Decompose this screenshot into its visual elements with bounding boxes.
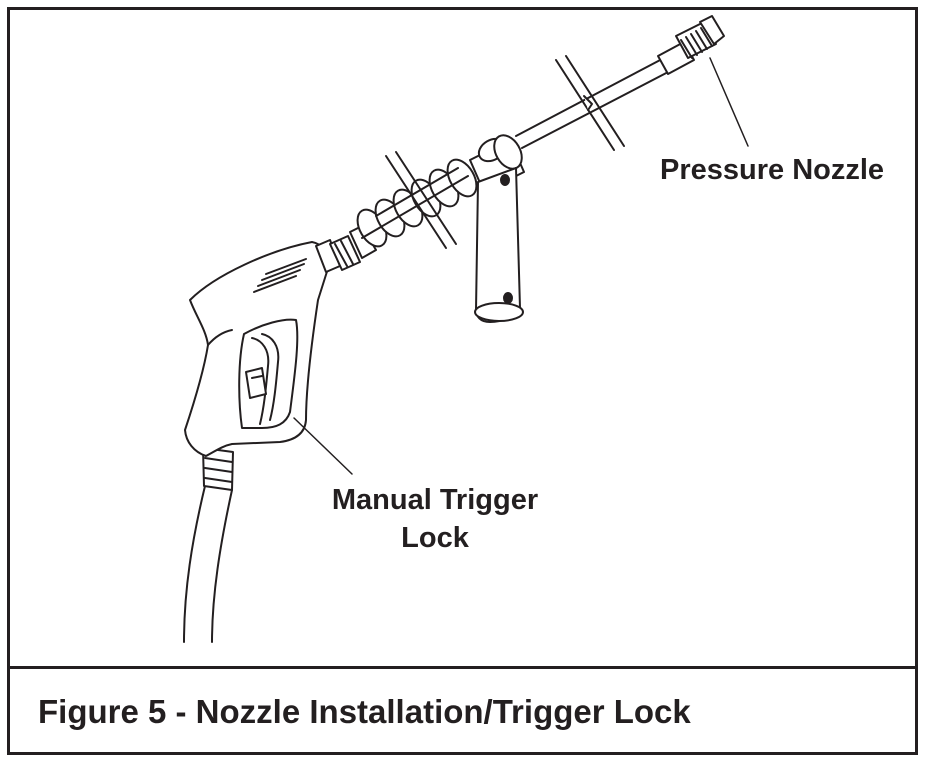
- pressure-nozzle: [657, 15, 725, 75]
- wand-insulator: [356, 158, 478, 248]
- break-mark-1: [385, 151, 457, 249]
- pressure-nozzle-label: Pressure Nozzle: [660, 154, 885, 186]
- nozzle-leader-line: [709, 57, 749, 147]
- gun-body: [184, 239, 341, 457]
- trigger-lock-label-line1: Manual Trigger: [331, 484, 539, 516]
- trigger-lock-leader-line: [293, 417, 353, 475]
- wand-tube: [515, 57, 673, 149]
- caption-band: [7, 666, 918, 755]
- side-handle: [474, 167, 524, 323]
- figure-caption: Figure 5 - Nozzle Installation/Trigger L…: [38, 693, 691, 730]
- break-mark-2: [555, 55, 625, 151]
- manual-trigger-lock-label: Manual Trigger Lock: [322, 481, 548, 557]
- hose-fitting: [202, 447, 234, 491]
- figure-frame: [7, 7, 918, 755]
- hose: [183, 485, 233, 643]
- trigger-lock-label-line2: Lock: [401, 522, 469, 554]
